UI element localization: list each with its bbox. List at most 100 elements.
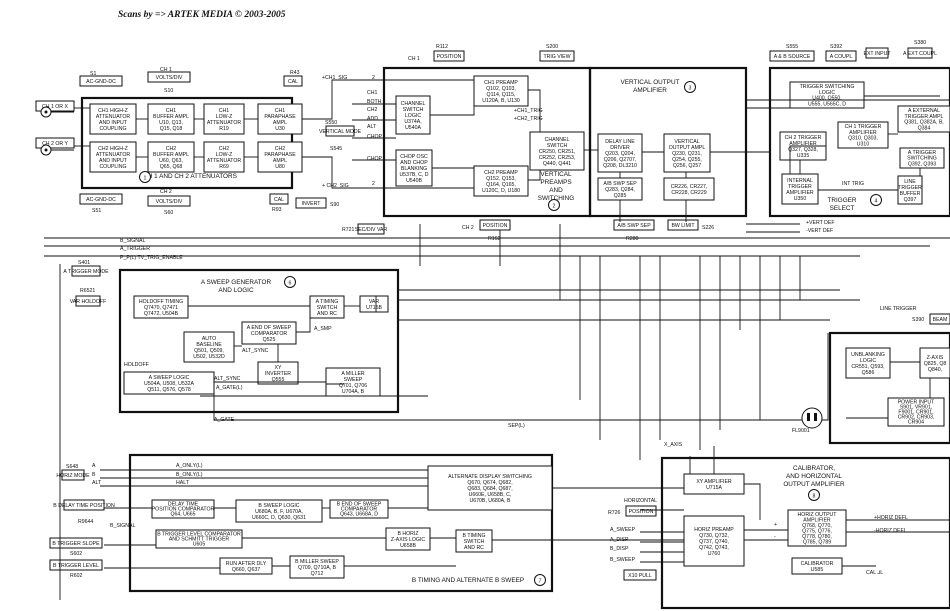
block-line: Q397 [904,197,917,203]
label-text: CH 2 OR Y [42,141,68,147]
label-text: CAL [274,197,284,203]
label-pos2: POSITION [479,219,511,231]
block-line: Q709, Q710A, B [298,565,337,571]
section-number-text: 3 [689,85,692,91]
block-line: Q102, Q103, [486,86,516,92]
label-text: POSITION [629,509,654,515]
label-text: A COUPL [830,54,853,60]
block-line: R69 [219,164,229,170]
label-ch1orx: CH 1 OR X [35,100,75,112]
block-line: CR228, CR229 [671,190,706,196]
block-line: Q152, Q153, [486,176,516,182]
block-line: AMPLIFIER [789,141,817,147]
label-ch1lbl: CH 1 [160,67,172,73]
block-line: U704A, B [342,389,365,395]
block-line: INVERTER [265,371,291,377]
label-vmode: VERTICAL MODE [319,125,362,137]
bnc-connector-icon [40,144,74,156]
block-line: SWITCH [403,107,424,113]
block-line: U760 [708,551,721,557]
section-title-trig-select: TRIGGER [827,197,856,204]
block-line: AND SCHMITT TRIGGER [169,537,230,543]
header-text: Scans by => ARTEK MEDIA © 2003-2005 [118,9,286,20]
label-vd1: VOLTS/DIV [147,71,191,83]
label-s226: S226 [702,225,714,231]
label-calsig: CAL ⅃L [866,570,883,576]
label-text: INVERT [302,201,322,207]
block-line: DELAY LINE [605,139,635,145]
block-line: HOLDOFF TIMING [139,299,183,305]
block-line: COUPLING [99,126,126,132]
label-horizmode: HORIZ MODE [56,469,90,481]
label-chop1: CHOP [367,134,383,140]
section-frame [118,268,400,414]
section-title-sweep-gen: A SWEEP GENERATOR [201,279,272,286]
label-text: BEAM [933,317,948,323]
block-line: S901, VR901, [900,405,932,411]
label-asweep: A_SWEEP [610,527,636,533]
power-inlet-icon [801,407,823,429]
label-absrc: A & B SOURCE [769,50,815,62]
block-line: Z-AXIS LOGIC [391,537,426,543]
block-line: Q737, Q740, [699,539,729,545]
label-r280: R280 [626,236,639,242]
block-line: U585 [811,567,824,573]
block-line: U555, U565C, D [808,101,846,107]
block-line: U120A, B, U130 [482,98,520,104]
section-title-attenuators: CH 1 AND CH 2 ATTENUATORS [143,173,237,180]
block-line: CR551, Q593, [851,364,884,370]
block-line: POSITION COMPARATOR [152,507,215,513]
label-text: A/B SWP SEP [617,223,651,229]
block-line: Q64, U665 [170,512,195,518]
label-agate: A_GATE(L) [216,385,243,391]
label-mb: B [92,472,96,478]
block-line: TRIGGER AMPL [905,114,944,120]
block-line: U605 [193,542,206,548]
section-title-sweep-gen: AND LOGIC [218,287,254,294]
signal-wire [430,100,475,116]
section-frame [128,453,554,593]
label-ch2ory: CH 2 OR Y [35,137,75,149]
block-line: Q164, Q165, [486,182,516,188]
block-line: CHOP OSC [400,154,428,160]
block-line: PARAPHASE [264,152,296,158]
section-title-calibrator: OUTPUT AMPLIFIER [783,481,845,488]
block-line: POWER INPUT [898,400,935,406]
block-line: BUFFER AMPL [153,114,189,120]
label-r93: R93 [272,207,282,213]
section-number: 1 [139,171,151,183]
label-ch1m: CH1 [367,90,377,96]
block-line: U680A, B, F, U670A, [255,509,303,515]
signal-wire [302,79,378,120]
block-line: HORIZ PREAMP [694,527,734,533]
label-r112: R112 [436,44,448,50]
block-line: SWITCHING [907,156,937,162]
section-frame [828,331,950,445]
label-text: A & B SOURCE [774,54,811,60]
block-line: U120C, D, U180 [482,188,520,194]
block-line: CH2 [166,146,176,152]
label-text: EXT INPUT [864,51,892,57]
block-line: CHANNEL [401,101,426,107]
block-line: CR902, CR903, [898,415,935,421]
label-ch1pos: CH 1 [408,56,420,62]
block-line: SWITCH [547,143,568,149]
block-line: F9001, CR901, [898,410,933,416]
label-vertdef1: +VERT DEF [806,220,835,226]
label-mhd: -HORIZ DEFL [874,528,907,534]
block-line: ATTENUATOR [207,158,242,164]
label-text: B TRIGGER SLOPE [52,541,100,547]
label-text: VAR HOLDOFF [70,299,107,305]
block-line: AMPLIFIER [803,517,831,523]
label-s648: S648 [66,464,78,470]
label-text: VOLTS/DIV [156,199,183,205]
